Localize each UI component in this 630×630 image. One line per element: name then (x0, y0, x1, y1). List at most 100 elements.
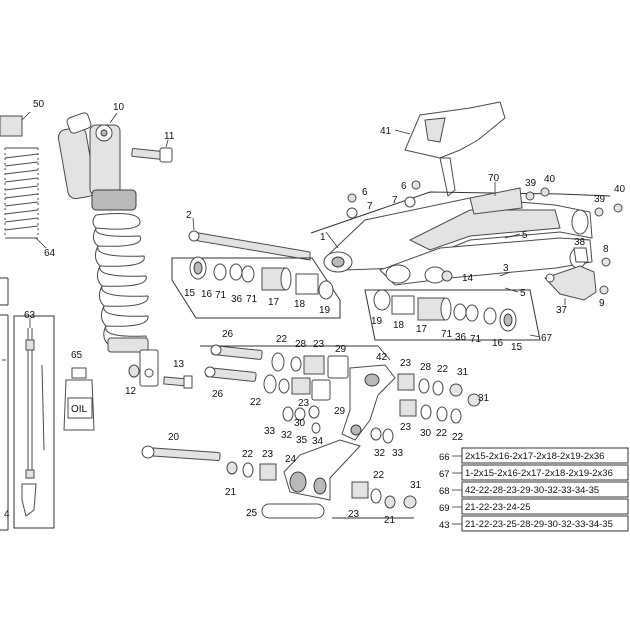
label-23f: 23 (348, 509, 360, 520)
kit-row-box-0 (461, 447, 629, 464)
linkage-rocker-42: 26 26 22 28 23 29 42 22 23 29 33 32 30 3… (200, 329, 490, 459)
label-38: 38 (574, 237, 586, 248)
label-31c: 31 (410, 480, 422, 491)
slider-block-37-38: 38 8 37 9 (544, 237, 611, 316)
label-30a: 30 (294, 418, 306, 429)
label-41: 41 (380, 126, 392, 137)
shock-absorber-10: 10 (57, 102, 159, 387)
label-6b: 6 (401, 181, 407, 192)
label-22d2: 22 (452, 432, 464, 443)
label-12: 12 (125, 386, 137, 397)
label-42: 42 (376, 352, 388, 363)
label-19a: 19 (319, 305, 331, 316)
kit-number-3: 69 (439, 503, 450, 514)
label-1: 1 (320, 232, 326, 243)
label-13: 13 (173, 359, 185, 370)
label-26b: 26 (212, 389, 224, 400)
label-31a: 31 (457, 367, 469, 378)
label-23d: 23 (400, 422, 412, 433)
label-28a: 28 (295, 339, 307, 350)
kit-row-box-3 (461, 498, 629, 515)
label-22d: 22 (436, 428, 448, 439)
label-31b: 31 (478, 393, 490, 404)
label-16a: 16 (201, 289, 213, 300)
link-rod-24: 20 21 22 23 24 22 23 21 31 25 (141, 432, 422, 526)
label-70: 70 (488, 173, 500, 184)
label-15a: 15 (184, 288, 196, 299)
bolt-11: 11 (131, 131, 175, 163)
svg-text:4: 4 (4, 509, 10, 520)
label-18a: 18 (294, 299, 306, 310)
left-panel-fragment: 4 (0, 111, 31, 531)
kit-row-box-2 (461, 481, 629, 498)
fasteners-6-7: 6 7 6 7 (346, 180, 421, 219)
label-17b: 17 (416, 324, 428, 335)
label-32b: 32 (374, 448, 386, 459)
kit-row-box-1 (461, 464, 629, 481)
label-37: 37 (556, 305, 568, 316)
label-39a: 39 (525, 178, 537, 189)
label-34: 34 (312, 436, 324, 447)
label-17a: 17 (268, 297, 280, 308)
label-5b: 5 (520, 288, 526, 299)
label-19b: 19 (371, 316, 383, 327)
label-21a: 21 (225, 487, 237, 498)
axle-2: 2 (186, 210, 311, 261)
kit-number-0: 66 (439, 452, 450, 463)
oil-bottle-65: OIL 65 (63, 350, 95, 431)
kit-parts-0: 2x15-2x16-2x17-2x18-2x19-2x36 (465, 451, 604, 462)
label-40b: 40 (614, 184, 626, 195)
nut-12: 12 (125, 364, 140, 397)
kit-parts-4: 21-22-23-25-28-29-30-32-33-34-35 (465, 519, 613, 530)
label-15b: 15 (511, 342, 523, 353)
label-24: 24 (285, 454, 297, 465)
label-5a: 5 (522, 230, 528, 241)
label-71d: 71 (470, 334, 482, 345)
label-23b: 23 (400, 358, 412, 369)
label-3: 3 (503, 263, 509, 274)
label-33a: 33 (264, 426, 276, 437)
label-26a: 26 (222, 329, 234, 340)
label-18b: 18 (393, 320, 405, 331)
label-50: 50 (33, 99, 45, 110)
label-29a: 29 (335, 344, 347, 355)
label-22e: 22 (242, 449, 254, 460)
kit-parts-1: 1-2x15-2x16-2x17-2x18-2x19-2x36 (465, 468, 613, 479)
bearing-kit-lower: 19 18 17 71 36 71 16 15 67 (364, 289, 553, 353)
label-9: 9 (599, 298, 605, 309)
label-39b: 39 (594, 194, 606, 205)
swingarm-1: 1 70 5 5 14 3 (310, 173, 611, 299)
kit-number-2: 68 (439, 486, 450, 497)
label-11: 11 (164, 131, 175, 142)
label-33b: 33 (392, 448, 404, 459)
fasteners-39-40: 39 40 39 40 (525, 174, 626, 217)
label-36a: 36 (231, 294, 243, 305)
label-23c: 23 (298, 398, 310, 409)
label-28b: 28 (420, 362, 432, 373)
label-64: 64 (44, 248, 56, 259)
label-7b: 7 (392, 195, 398, 206)
label-71c: 71 (441, 329, 453, 340)
label-71a: 71 (215, 290, 227, 301)
kit-number-4: 43 (439, 520, 450, 531)
label-22b: 22 (437, 364, 449, 375)
label-2: 2 (186, 210, 192, 221)
label-23e: 23 (262, 449, 274, 460)
chain-guide-41: 41 (380, 101, 506, 197)
label-30b: 30 (420, 428, 432, 439)
label-7a: 7 (367, 201, 373, 212)
label-65: 65 (71, 350, 83, 361)
oil-bottle-label: OIL (71, 404, 88, 415)
label-6a: 6 (362, 187, 368, 198)
label-35: 35 (296, 435, 308, 446)
bolt-13: 13 (163, 359, 193, 389)
label-36b: 36 (455, 332, 467, 343)
label-23a: 23 (313, 339, 325, 350)
kit-row-box-4 (461, 515, 629, 532)
label-21b: 21 (384, 515, 396, 526)
kit-parts-3: 21-22-23-24-25 (465, 502, 531, 513)
label-14: 14 (462, 273, 474, 284)
label-32a: 32 (281, 430, 293, 441)
